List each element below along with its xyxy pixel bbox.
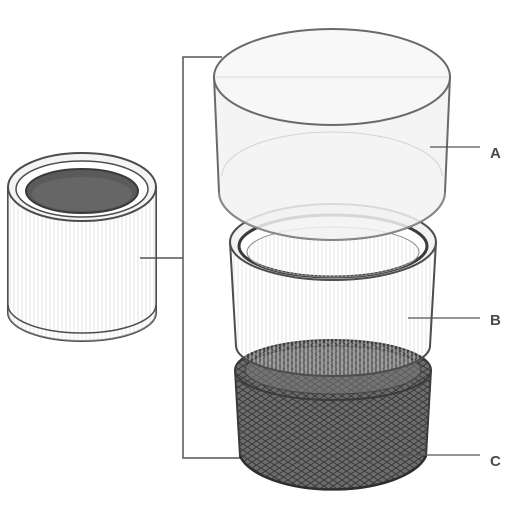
callout-b: B [408, 312, 501, 329]
callout-a: A [430, 145, 501, 162]
assembled-filter [7, 152, 157, 342]
part-a-clear-housing [212, 28, 452, 241]
label-b: B [490, 312, 501, 329]
bracket-connector [140, 56, 244, 459]
label-a: A [490, 145, 501, 162]
label-c: C [490, 453, 501, 470]
callout-c: C [396, 453, 501, 470]
